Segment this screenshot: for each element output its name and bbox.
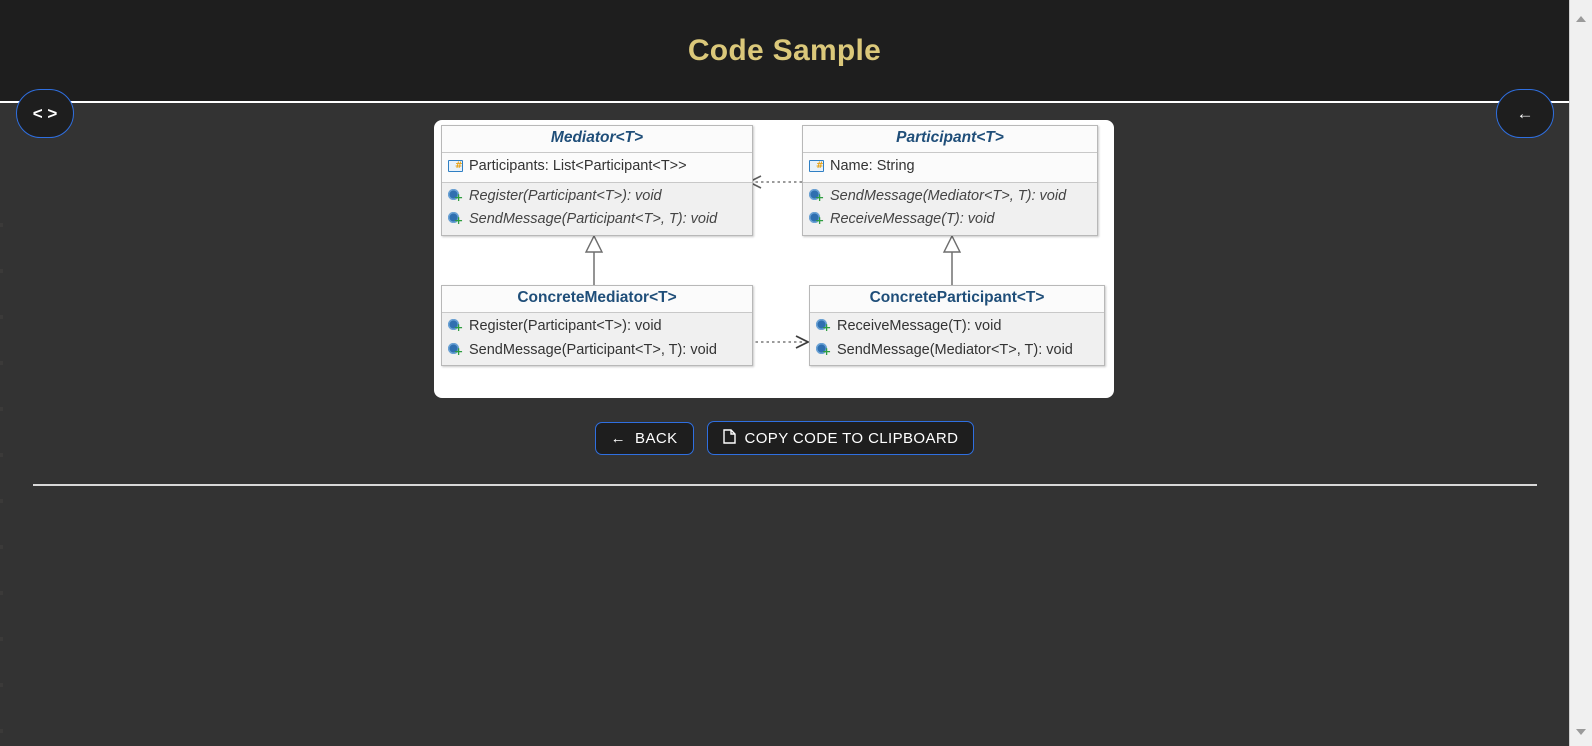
- class-title: ConcreteMediator<T>: [442, 286, 752, 313]
- arrow-left-icon: ←: [610, 429, 627, 447]
- method-icon: [816, 319, 833, 334]
- method-icon: [816, 342, 833, 358]
- class-fields: Name: String: [803, 153, 1097, 183]
- vertical-scrollbar[interactable]: [1569, 0, 1592, 746]
- class-title: Participant<T>: [803, 126, 1097, 153]
- member-text: ReceiveMessage(T): void: [830, 211, 995, 228]
- code-toggle-button[interactable]: < >: [16, 89, 74, 138]
- section-divider: [33, 484, 1537, 486]
- class-methods: ReceiveMessage(T): void SendMessage(Medi…: [810, 313, 1104, 366]
- field-icon: [809, 159, 826, 174]
- member-text: ReceiveMessage(T): void: [837, 318, 1002, 334]
- class-methods: Register(Participant<T>): void SendMessa…: [442, 313, 752, 366]
- scroll-down-button[interactable]: [1570, 721, 1592, 742]
- member-text: SendMessage(Participant<T>, T): void: [469, 341, 717, 358]
- class-member: SendMessage(Participant<T>, T): void: [442, 339, 752, 363]
- copy-code-button-label: COPY CODE TO CLIPBOARD: [744, 429, 959, 447]
- class-member: SendMessage(Mediator<T>, T): void: [810, 339, 1104, 363]
- member-text: SendMessage(Mediator<T>, T): void: [830, 187, 1067, 204]
- arrow-left-icon: ←: [1516, 104, 1534, 123]
- method-icon: [809, 188, 826, 204]
- left-edge-artifact: [0, 206, 3, 746]
- member-text: Participants: List<Participant<T>>: [469, 158, 687, 174]
- chevron-up-icon: [1576, 15, 1586, 22]
- method-icon: [448, 342, 465, 358]
- member-text: Name: String: [830, 158, 915, 174]
- field-icon: [448, 159, 465, 174]
- content-area: Mediator<T> Participants: List<Participa…: [0, 103, 1569, 746]
- class-methods: SendMessage(Mediator<T>, T): void Receiv…: [803, 182, 1097, 235]
- method-icon: [448, 319, 465, 334]
- class-member: ReceiveMessage(T): void: [803, 208, 1097, 232]
- class-title: Mediator<T>: [442, 126, 752, 153]
- class-member: Register(Participant<T>): void: [442, 185, 752, 209]
- class-member: SendMessage(Participant<T>, T): void: [442, 208, 752, 232]
- uml-diagram-card: Mediator<T> Participants: List<Participa…: [434, 120, 1114, 398]
- back-button-label: BACK: [635, 429, 678, 447]
- member-text: Register(Participant<T>): void: [469, 187, 662, 204]
- class-member: Register(Participant<T>): void: [442, 315, 752, 339]
- class-fields: Participants: List<Participant<T>>: [442, 153, 752, 183]
- scroll-up-button[interactable]: [1570, 8, 1592, 29]
- class-member: Participants: List<Participant<T>>: [442, 155, 752, 179]
- class-member: ReceiveMessage(T): void: [810, 315, 1104, 339]
- back-nav-button[interactable]: ←: [1496, 89, 1554, 138]
- member-text: SendMessage(Mediator<T>, T): void: [837, 341, 1073, 358]
- method-icon: [448, 188, 465, 204]
- method-icon: [448, 212, 465, 227]
- chevron-down-icon: [1576, 728, 1586, 735]
- member-text: Register(Participant<T>): void: [469, 318, 662, 334]
- back-button[interactable]: ← BACK: [594, 421, 694, 455]
- code-brackets-icon: < >: [32, 104, 58, 123]
- uml-class-participant: Participant<T> Name: String SendMessage(…: [802, 125, 1098, 236]
- method-icon: [809, 212, 826, 227]
- class-methods: Register(Participant<T>): void SendMessa…: [442, 182, 752, 235]
- action-bar: ← BACK COPY CODE TO CLIPBOARD: [0, 421, 1569, 455]
- class-member: SendMessage(Mediator<T>, T): void: [803, 185, 1097, 209]
- member-text: SendMessage(Participant<T>, T): void: [469, 211, 718, 228]
- uml-class-concrete-participant: ConcreteParticipant<T> ReceiveMessage(T)…: [809, 285, 1105, 367]
- class-title: ConcreteParticipant<T>: [810, 286, 1104, 313]
- uml-class-concrete-mediator: ConcreteMediator<T> Register(Participant…: [441, 285, 753, 367]
- page-header: Code Sample: [0, 0, 1569, 103]
- class-member: Name: String: [803, 155, 1097, 179]
- uml-class-mediator: Mediator<T> Participants: List<Participa…: [441, 125, 753, 236]
- clipboard-icon: [722, 429, 736, 447]
- copy-code-button[interactable]: COPY CODE TO CLIPBOARD: [706, 421, 975, 455]
- page-title: Code Sample: [687, 33, 882, 67]
